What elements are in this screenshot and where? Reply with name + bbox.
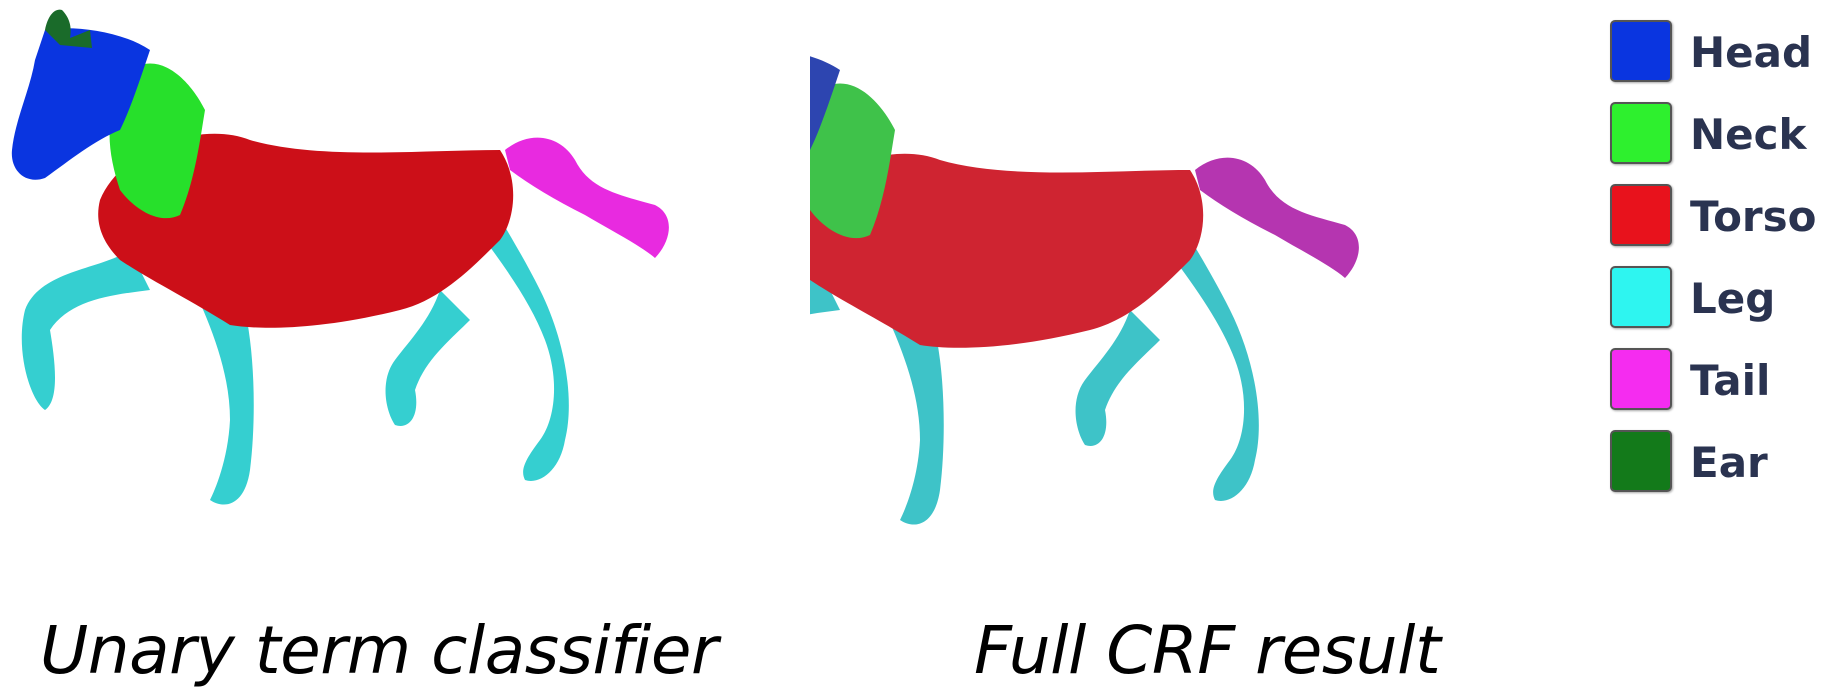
horse-tail [1195,158,1359,278]
unary-horse-panel [0,0,800,600]
legend-item-tail: Tail [1610,348,1835,412]
legend-item-ear: Ear [1610,430,1835,494]
legend-item-head: Head [1610,20,1835,84]
crf-horse-panel [810,0,1610,600]
legend-swatch-head [1610,20,1672,82]
legend-item-neck: Neck [1610,102,1835,166]
legend-label-tail: Tail [1690,356,1770,405]
unary-caption: Unary term classifier [40,612,718,689]
legend-item-leg: Leg [1610,266,1835,330]
legend-label-neck: Neck [1690,110,1806,159]
legend-swatch-ear [1610,430,1672,492]
legend-label-head: Head [1690,28,1812,77]
horse-tail [505,138,669,258]
legend-label-torso: Torso [1690,192,1817,241]
legend-swatch-torso [1610,184,1672,246]
crf-horse-figure [810,0,1610,600]
legend-label-ear: Ear [1690,438,1768,487]
legend-label-leg: Leg [1690,274,1775,323]
unary-horse-figure [0,0,800,600]
horse-leg-front-left [22,250,150,410]
legend-item-torso: Torso [1610,184,1835,248]
legend-swatch-tail [1610,348,1672,410]
legend-swatch-neck [1610,102,1672,164]
legend-swatch-leg [1610,266,1672,328]
crf-caption: Full CRF result [974,612,1440,689]
